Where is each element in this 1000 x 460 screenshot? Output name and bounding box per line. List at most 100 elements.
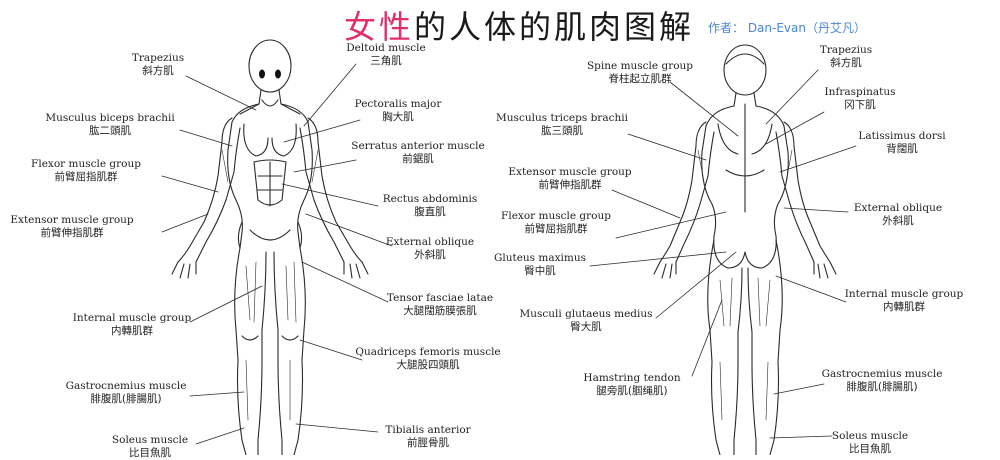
muscle-name-zh: 三角肌	[370, 55, 402, 67]
muscle-name-zh: 臀中肌	[524, 265, 556, 277]
front-leg-left	[234, 247, 267, 455]
front-eye-left	[259, 69, 265, 79]
muscle-name-zh: 腹直肌	[414, 206, 446, 218]
muscle-name-en: Flexor muscle group	[31, 158, 141, 170]
back-glutes	[713, 235, 777, 269]
muscle-name-en: Pectoralis major	[354, 98, 442, 110]
back-figure	[653, 44, 837, 455]
muscle-name-zh: 脊柱起立肌群	[608, 73, 672, 85]
muscle-name-en: Flexor muscle group	[501, 210, 611, 222]
front-eye-right	[275, 69, 281, 79]
back-muscle-lines	[697, 149, 793, 421]
muscle-name-zh: 背闊肌	[886, 143, 918, 155]
muscle-name-en: Tibialis anterior	[385, 424, 471, 436]
muscle-name-en: Soleus muscle	[111, 434, 189, 446]
muscle-name-zh: 臀大肌	[570, 321, 602, 333]
front-neck	[258, 89, 282, 105]
back-leader-lines	[589, 69, 857, 439]
front-chest	[243, 123, 297, 157]
muscle-name-en: Gluteus maximus	[493, 252, 587, 264]
front-shoulders	[239, 99, 301, 115]
muscle-name-zh: 内轉肌群	[883, 301, 925, 313]
muscle-name-en: Extensor muscle group	[10, 214, 134, 226]
front-head	[248, 39, 292, 93]
muscle-name-en: Gastrocnemius muscle	[65, 380, 187, 392]
muscle-name-en: Musculus triceps brachii	[496, 112, 628, 124]
front-hand-right	[343, 261, 369, 279]
title-rest: 的人体的肌肉图解	[414, 8, 695, 46]
muscle-name-en: Trapezius	[131, 52, 185, 64]
muscle-name-en: Latissimus dorsi	[858, 130, 946, 142]
muscle-name-zh: 胸大肌	[382, 111, 414, 123]
muscle-name-zh: 腓腹肌(腓腸肌)	[846, 381, 918, 393]
back-arm-left	[659, 121, 715, 263]
muscle-name-zh: 前臂伸指肌群	[538, 179, 602, 191]
back-neck	[733, 92, 757, 107]
muscle-name-en: Quadriceps femoris muscle	[355, 346, 501, 358]
muscle-name-zh: 前脛骨肌	[406, 437, 449, 449]
muscle-name-en: Spine muscle group	[586, 60, 694, 72]
back-hand-left	[653, 261, 677, 279]
muscle-name-en: Deltoid muscle	[346, 42, 426, 54]
back-arm-right	[775, 121, 831, 263]
front-pelvis	[237, 221, 303, 249]
front-figure	[171, 39, 369, 455]
muscle-name-en: Gastrocnemius muscle	[821, 368, 943, 380]
front-hand-left	[171, 261, 197, 279]
muscle-name-zh: 比目魚肌	[128, 447, 171, 459]
front-abdomen	[253, 159, 287, 207]
muscle-name-en: Infraspinatus	[824, 86, 896, 98]
front-leader-lines	[161, 63, 393, 445]
muscle-name-zh: 内轉肌群	[111, 325, 153, 337]
muscle-name-en: Soleus muscle	[831, 430, 909, 442]
back-head	[723, 44, 767, 96]
muscle-name-zh: 斜方肌	[142, 65, 174, 77]
muscle-name-zh: 肱三頭肌	[541, 125, 583, 137]
muscle-name-en: Internal muscle group	[72, 312, 192, 324]
muscle-name-zh: 前鋸肌	[402, 153, 434, 165]
muscle-name-en: Serratus anterior muscle	[351, 140, 485, 152]
muscle-name-en: Trapezius	[819, 44, 873, 56]
muscle-name-zh: 大腿股四頭肌	[396, 359, 460, 371]
muscle-name-zh: 肱二頭肌	[89, 125, 131, 137]
muscle-name-zh: 前臂伸指肌群	[40, 227, 104, 239]
back-hand-right	[813, 261, 837, 279]
front-arm-right	[299, 117, 363, 263]
front-leg-right	[273, 247, 306, 455]
author-credit: 作者： Dan-Evan（丹艾凡）	[708, 21, 866, 35]
front-knees	[241, 335, 299, 341]
muscle-name-en: External oblique	[385, 236, 475, 248]
muscle-name-zh: 冈下肌	[844, 99, 876, 111]
back-leg-right	[747, 239, 783, 455]
muscle-name-en: Tensor fasciae latae	[386, 292, 494, 304]
muscle-name-zh: 腿旁肌(腘绳肌)	[596, 385, 668, 397]
back-scapulae	[717, 123, 773, 177]
page-title: 女性的人体的肌肉图解	[344, 2, 694, 48]
